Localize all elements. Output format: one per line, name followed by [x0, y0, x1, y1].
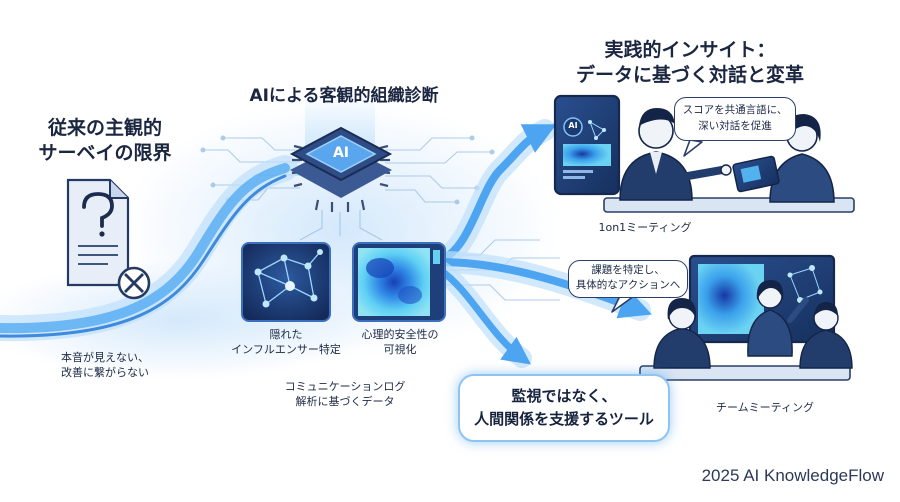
center-heading: AIによる客観的組織診断: [249, 86, 439, 106]
tile-caption-safety-line2: 可視化: [383, 343, 417, 356]
chip-label: AI: [332, 145, 350, 161]
left-heading: 従来の主観的 サーベイの限界: [30, 116, 180, 166]
right-heading-line2: データに基づく対話と変革: [575, 64, 804, 86]
scene-label-one-on-one: 1on1ミーティング: [598, 221, 692, 234]
callout-box: 監視ではなく、 人間関係を支援するツール: [458, 374, 670, 442]
tile-caption-safety-line1: 心理的安全性の: [361, 328, 439, 341]
bubble-team-line1: 課題を特定し、: [591, 264, 665, 276]
left-caption-line1: 本音が見えない、: [61, 351, 149, 364]
tile-caption-influencer-line2: インフルエンサー特定: [231, 343, 341, 356]
callout-line2: 人間関係を支援するツール: [474, 410, 654, 428]
network-icon: [241, 242, 331, 322]
tile-caption-influencer: 隠れた インフルエンサー特定: [220, 327, 352, 357]
left-caption: 本音が見えない、 改善に繋がらない: [45, 350, 165, 380]
callout-line1: 監視ではなく、: [511, 387, 617, 405]
question-document-icon: [66, 178, 130, 287]
ai-chip-icon: [289, 126, 393, 212]
source-caption-line1: コミュニケーションログ: [284, 380, 406, 393]
source-caption-line2: 解析に基づくデータ: [295, 395, 395, 408]
tile-caption-safety: 心理的安全性の 可視化: [345, 327, 455, 357]
brand-footer: 2025 AI KnowledgeFlow: [701, 466, 884, 485]
tablet-icon: [553, 94, 621, 196]
scene-label-team: チームミーティング: [715, 401, 814, 414]
left-heading-line2: サーベイの限界: [38, 142, 172, 164]
heatmap-icon: [352, 242, 446, 322]
right-heading: 実践的インサイト： データに基づく対話と変革: [560, 38, 820, 88]
bubble-one-on-one-line2: 深い対話を促進: [698, 120, 772, 132]
tablet-ai-label: AI: [568, 121, 578, 130]
bubble-team: 課題を特定し、 具体的なアクションへ: [568, 260, 688, 298]
left-caption-line2: 改善に繋がらない: [61, 366, 149, 379]
tile-caption-influencer-line1: 隠れた: [269, 328, 303, 341]
bubble-one-on-one: スコアを共通言語に、 深い対話を促進: [674, 97, 796, 141]
left-heading-line1: 従来の主観的: [47, 117, 162, 139]
prohibit-icon: [117, 266, 151, 300]
bubble-team-line2: 具体的なアクションへ: [575, 279, 681, 291]
people-icon: [603, 108, 855, 213]
source-caption: コミュニケーションログ 解析に基づくデータ: [270, 379, 420, 409]
right-heading-line1: 実践的インサイト：: [604, 39, 776, 61]
bubble-one-on-one-line1: スコアを共通言語に、: [682, 104, 788, 116]
